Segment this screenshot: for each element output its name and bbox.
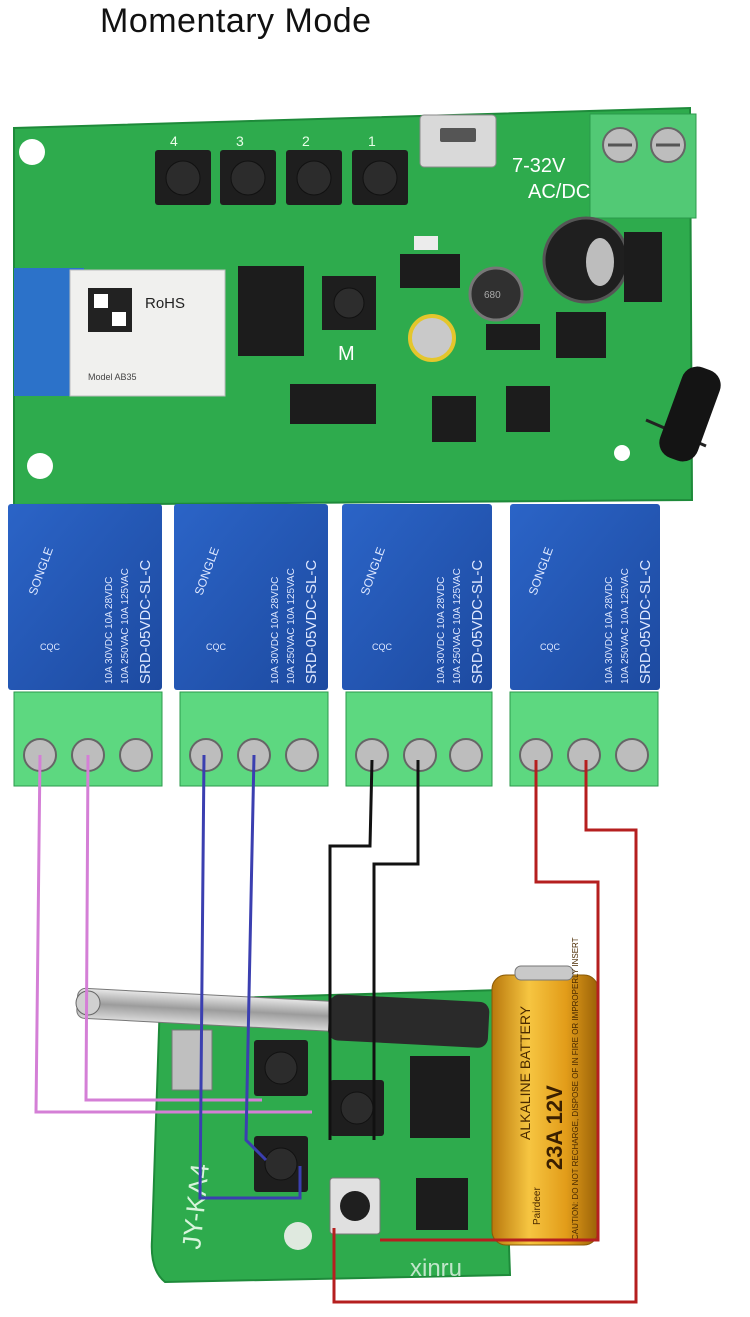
regulator bbox=[400, 254, 460, 288]
button-number: 4 bbox=[170, 133, 178, 149]
relay-model: SRD-05VDC-SL-C bbox=[637, 560, 654, 684]
watermark: xinru bbox=[410, 1255, 462, 1282]
relay-rating-dc: 10A 30VDC 10A 28VDC bbox=[104, 577, 115, 684]
relay-rating: 10A 250VAC 10A 125VAC bbox=[620, 568, 631, 684]
relay-1 bbox=[8, 504, 162, 690]
relay-cert: CQC bbox=[540, 642, 561, 652]
ic-chip bbox=[556, 312, 606, 358]
battery-model: 23A 12V bbox=[542, 1085, 567, 1170]
inductor-label: 680 bbox=[484, 290, 501, 301]
relay-model: SRD-05VDC-SL-C bbox=[469, 560, 486, 684]
remote-led bbox=[284, 1222, 312, 1250]
wire-red bbox=[332, 760, 638, 1304]
capacitor-large bbox=[542, 216, 630, 304]
button-number: 1 bbox=[368, 133, 376, 149]
power-label: 7-32V bbox=[512, 155, 566, 177]
led bbox=[414, 236, 438, 250]
relay-rating: 10A 250VAC 10A 125VAC bbox=[452, 568, 463, 684]
wire-black bbox=[328, 759, 374, 1140]
battery-warning: CAUTION: DO NOT RECHARGE, DISPOSE OF IN … bbox=[571, 937, 580, 1240]
ic-chip bbox=[290, 384, 376, 424]
battery-brand: Pairdeer bbox=[532, 1187, 543, 1225]
relay-model: SRD-05VDC-SL-C bbox=[137, 560, 154, 684]
relay-rating-dc: 10A 30VDC 10A 28VDC bbox=[436, 577, 447, 684]
ic-chip bbox=[238, 266, 304, 356]
button-number: 3 bbox=[236, 133, 244, 149]
power-terminal bbox=[589, 113, 697, 219]
wire-pink bbox=[34, 754, 312, 1114]
ic-chip bbox=[506, 386, 550, 432]
module-rohs: RoHS bbox=[145, 295, 185, 312]
relay-cert: CQC bbox=[372, 642, 393, 652]
wire-black bbox=[372, 760, 420, 1140]
power-label-acdc: AC/DC bbox=[528, 181, 590, 203]
ic-chip bbox=[624, 232, 662, 302]
relay-cert: CQC bbox=[206, 642, 227, 652]
relay-rating: 10A 250VAC 10A 125VAC bbox=[120, 568, 131, 684]
relay-cert: CQC bbox=[40, 642, 61, 652]
mount-hole bbox=[19, 139, 45, 165]
battery-label: ALKALINE BATTERY bbox=[517, 1005, 533, 1140]
remote-ic bbox=[410, 1056, 470, 1138]
remote-board: ALKALINE BATTERY 23A 12V CAUTION: DO NOT… bbox=[75, 937, 599, 1284]
relay-4 bbox=[510, 504, 660, 690]
wire-pink bbox=[84, 754, 262, 1102]
ic-chip bbox=[486, 324, 540, 350]
page-title: Momentary Mode bbox=[100, 2, 372, 40]
wire-blue bbox=[244, 754, 268, 1162]
wifi-module bbox=[14, 268, 226, 397]
relay-model: SRD-05VDC-SL-C bbox=[303, 560, 320, 684]
mount-hole bbox=[614, 445, 630, 461]
relay-rating-dc: 10A 30VDC 10A 28VDC bbox=[604, 577, 615, 684]
crystal bbox=[171, 1029, 213, 1091]
capacitor bbox=[408, 314, 456, 362]
inductor bbox=[468, 266, 524, 322]
wire-red bbox=[380, 760, 600, 1242]
relay-board: 4 3 2 1 7-32V AC/DC bbox=[8, 106, 721, 787]
relay-2 bbox=[174, 504, 328, 690]
antenna-coil bbox=[645, 366, 721, 462]
button-row bbox=[155, 150, 408, 205]
mount-hole bbox=[27, 453, 53, 479]
ic-chip bbox=[432, 396, 476, 442]
relay-3 bbox=[342, 504, 492, 690]
wires bbox=[34, 754, 638, 1304]
remote-ic bbox=[416, 1178, 468, 1230]
wire-blue bbox=[198, 754, 302, 1200]
output-terminal-4 bbox=[509, 691, 659, 787]
relay-rating: 10A 250VAC 10A 125VAC bbox=[286, 568, 297, 684]
remote-antenna bbox=[75, 987, 490, 1048]
module-model: Model AB35 bbox=[88, 372, 137, 382]
relay-rating-dc: 10A 30VDC 10A 28VDC bbox=[270, 577, 281, 684]
m-button-label: M bbox=[338, 343, 355, 365]
button-number: 2 bbox=[302, 133, 310, 149]
